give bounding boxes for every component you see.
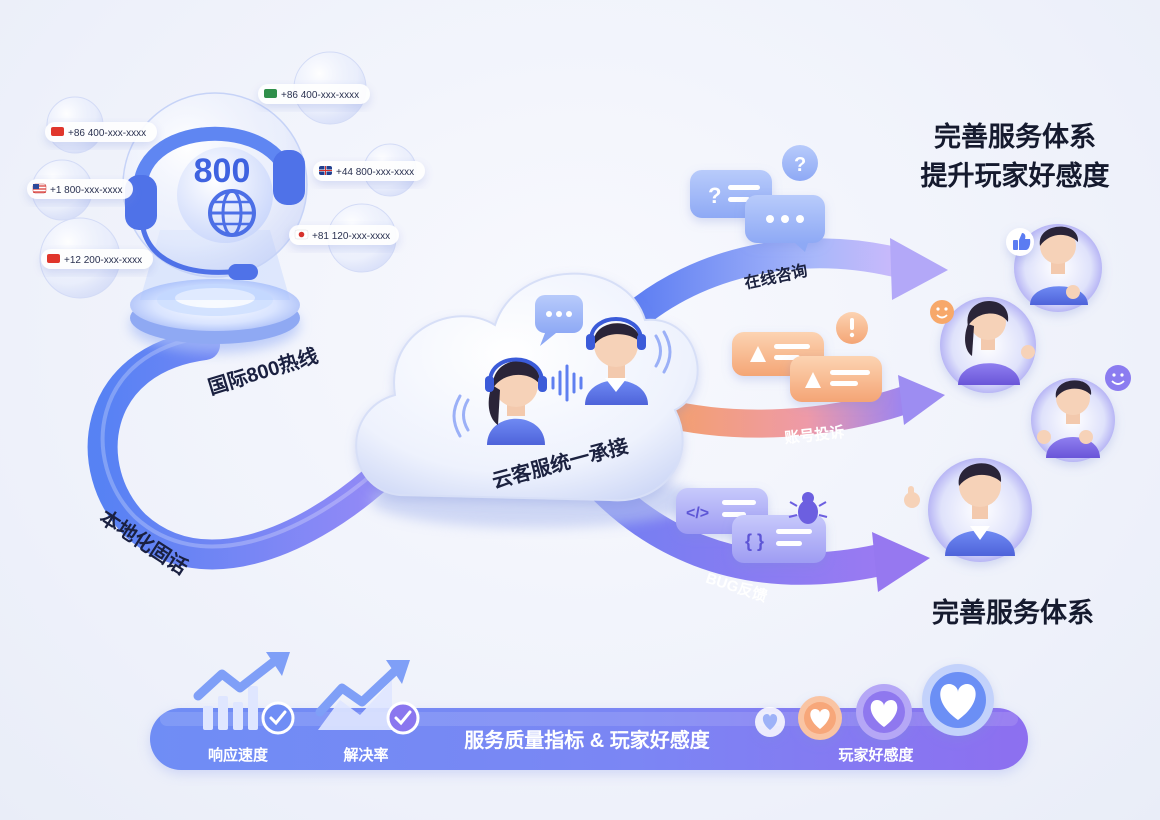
heart-icon [755, 707, 785, 737]
phone-bubbles: +86 400-xxx-xxxx +86 400-xxx-xxxx +44 80… [27, 51, 425, 299]
player-avatar [940, 297, 1036, 393]
hotline-headset: 800 [122, 92, 308, 280]
thumbs-up-icon [1006, 228, 1034, 256]
heart-icon [798, 696, 842, 740]
arrow-head-icon [872, 532, 930, 592]
warning-chat-icon [732, 312, 882, 402]
player-avatar [1014, 224, 1102, 312]
svg-text:?: ? [708, 183, 721, 208]
svg-text:{ }: { } [745, 531, 764, 551]
hotline-number: 800 [194, 152, 251, 190]
question-chat-icon: ? ? [690, 145, 825, 252]
china-flag-icon [47, 254, 60, 263]
heart-icon [856, 684, 912, 740]
male-agent-avatar [585, 317, 648, 405]
phone-number: +86 400-xxx-xxxx [281, 90, 359, 101]
chat-bubble-icon [535, 295, 583, 346]
heart-icon [922, 664, 994, 736]
cloud-service-hub: 云客服统一承接 [355, 272, 700, 528]
metric-player-favorability: 玩家好感度 [838, 746, 914, 764]
top-title-line1: 完善服务体系 [934, 121, 1096, 152]
metrics-bar-title: 服务质量指标 & 玩家好感度 [464, 728, 711, 752]
response-speed-chart-icon [193, 652, 295, 735]
landline-ribbon [87, 330, 390, 570]
bottom-title: 完善服务体系 [932, 597, 1094, 628]
phone-number: +86 400-xxx-xxxx [68, 128, 146, 139]
phone-number: +44 800-xxx-xxxx [336, 167, 414, 178]
happy-emoji-icon [930, 300, 954, 324]
phone-bubble: +86 400-xxx-xxxx [45, 96, 157, 154]
saudi-flag-icon [264, 89, 277, 98]
resolution-rate-chart-icon [315, 660, 420, 735]
player-avatar [1031, 378, 1115, 462]
phone-bubble: +1 800-xxx-xxxx [27, 159, 133, 221]
phone-bubble: +81 120-xxx-xxxx [289, 203, 399, 273]
metric-response-speed: 响应速度 [208, 746, 269, 764]
top-title-line2: 提升玩家好感度 [921, 160, 1110, 191]
phone-bubble: +44 800-xxx-xxxx [313, 143, 425, 197]
us-flag-icon [32, 183, 47, 194]
svg-text:?: ? [794, 154, 806, 176]
globe-icon [208, 189, 256, 237]
phone-number: +81 120-xxx-xxxx [312, 231, 390, 242]
arrow-head-icon [890, 238, 948, 300]
arrow-head-icon [898, 375, 945, 425]
player-avatar [904, 458, 1032, 562]
svg-text:</>: </> [686, 505, 709, 522]
phone-bubble: +86 400-xxx-xxxx [258, 51, 370, 125]
phone-number: +1 800-xxx-xxxx [50, 185, 123, 196]
signal-icon [452, 330, 672, 438]
smile-emoji-icon [1105, 365, 1131, 391]
heart-icons [755, 664, 994, 740]
uk-flag-icon [319, 166, 332, 175]
metric-resolution-rate: 解决率 [343, 746, 388, 764]
phone-number: +12 200-xxx-xxxx [64, 255, 142, 266]
route-complaint: 账号投诉 [646, 375, 945, 447]
sound-wave-icon [551, 364, 583, 402]
route-consult: 在线咨询 [615, 238, 948, 335]
japan-flag-icon [294, 229, 309, 240]
female-agent-avatar [485, 357, 547, 445]
bug-icon [788, 492, 828, 524]
phone-bubble: +12 200-xxx-xxxx [39, 217, 153, 299]
code-chat-icon: </> { } [676, 488, 826, 563]
china-flag-icon [51, 127, 64, 136]
